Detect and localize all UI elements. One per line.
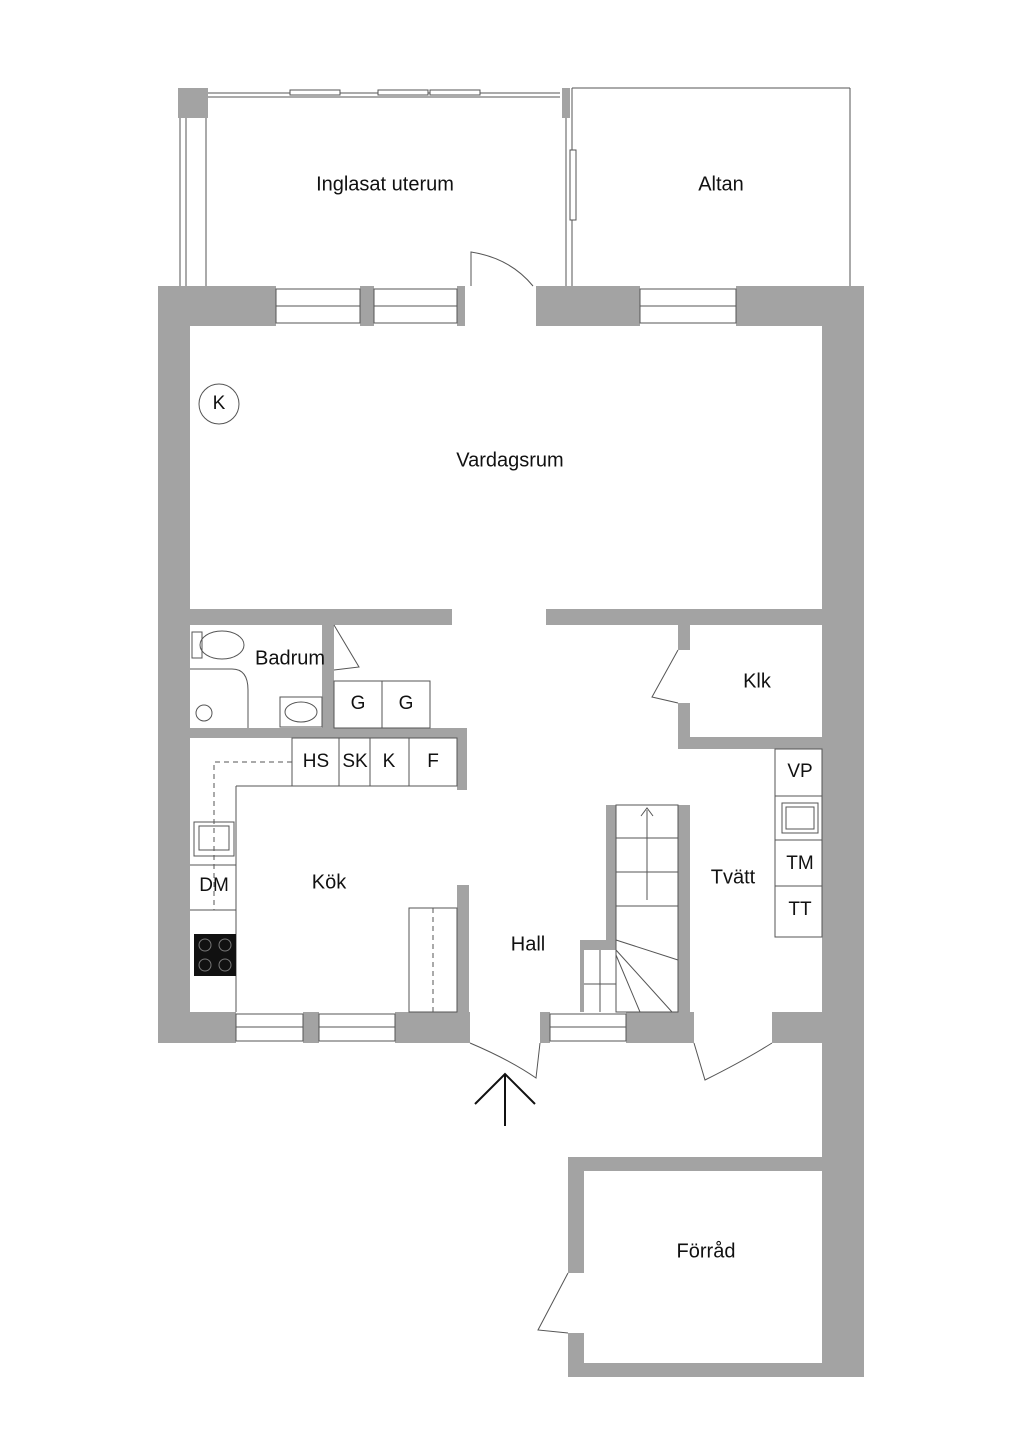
fixture-vp: VP: [787, 761, 812, 782]
shower-drain-icon: [195, 704, 213, 722]
entrance-arrow-icon: [474, 1072, 536, 1126]
door-swings: [333, 624, 773, 1081]
fixture-tt: TT: [788, 899, 812, 920]
terrace-door-swing: [470, 251, 534, 287]
outer-walls: [158, 286, 864, 1377]
fireplace-circle: [198, 383, 240, 425]
shower-icon: [190, 668, 249, 728]
fixture-sk: SK: [342, 751, 368, 772]
sink-icon: [279, 696, 323, 728]
room-kok: Kök: [312, 871, 347, 893]
room-hall: Hall: [511, 933, 545, 955]
fixture-tm: TM: [786, 853, 813, 874]
room-klk: Klk: [743, 670, 772, 692]
windows: [235, 288, 737, 1042]
toilet-icon: [191, 630, 245, 660]
glazed-room-outline: [178, 87, 851, 286]
wardrobe-boxes: [333, 680, 431, 729]
room-forrad: Förråd: [677, 1240, 736, 1262]
fireplace-label: K: [213, 393, 226, 414]
fixture-k: K: [383, 751, 396, 772]
interior-walls: [190, 609, 822, 1015]
room-badrum: Badrum: [255, 647, 325, 669]
fixture-hs: HS: [303, 751, 329, 772]
staircase: [584, 804, 679, 1013]
room-altan: Altan: [698, 173, 744, 195]
wardrobe-label-1: G: [351, 693, 366, 714]
kitchen-sink-icon: [193, 821, 235, 857]
stove-icon: [194, 934, 236, 976]
fixture-f: F: [427, 751, 439, 772]
room-inglasat-uterum: Inglasat uterum: [316, 173, 454, 195]
fixture-dm: DM: [199, 875, 229, 896]
storage-walls: [537, 1157, 864, 1377]
room-tvatt: Tvätt: [711, 866, 756, 888]
wardrobe-label-2: G: [399, 693, 414, 714]
kitchen-cabinets: [190, 737, 458, 1013]
laundry-cabinets: [774, 748, 823, 938]
room-vardagsrum: Vardagsrum: [456, 449, 563, 471]
